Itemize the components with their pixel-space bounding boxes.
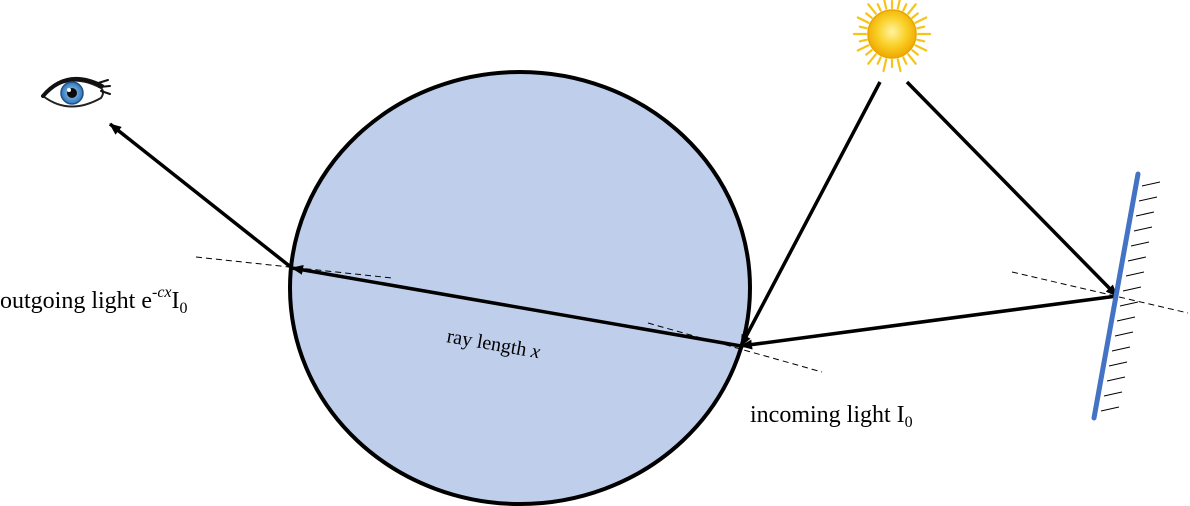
tangent-line-exit <box>195 256 393 279</box>
sun-ray <box>896 0 901 10</box>
sun-ray <box>856 44 870 52</box>
sun-ray <box>914 44 928 52</box>
sun-ray <box>865 49 873 56</box>
sun-ray <box>916 38 926 43</box>
mirror-to-sphere-ray <box>740 294 1118 350</box>
outgoing-light-label: outgoing light e-cxI0 <box>0 284 188 317</box>
sun-ray <box>911 12 919 19</box>
sun-ray <box>867 3 877 15</box>
mirror-normal-line <box>1011 271 1189 314</box>
incoming-light-label: incoming light I0 <box>750 402 913 431</box>
sun-ray <box>882 58 888 73</box>
sun-to-sphere-ray <box>739 81 882 347</box>
sun-ray <box>896 58 902 73</box>
sun-ray <box>907 3 917 15</box>
sun-icon <box>852 0 932 73</box>
sun-to-mirror-ray <box>905 80 1119 298</box>
tangent-line-entry <box>647 322 823 373</box>
sun-ray <box>914 16 928 24</box>
sun-ray <box>858 38 868 43</box>
eye-icon <box>41 77 111 108</box>
sun-ray <box>858 25 868 30</box>
sphere-to-eye-ray <box>108 122 294 270</box>
sun-ray <box>902 56 908 65</box>
sun-ray <box>856 16 870 24</box>
mirror-icon <box>1091 171 1161 421</box>
sun-ray <box>867 53 877 65</box>
ray-through-sphere <box>291 264 742 348</box>
sphere <box>288 70 752 506</box>
sun-ray <box>876 56 882 65</box>
sun-ray <box>883 0 888 10</box>
sun-ray <box>911 49 919 56</box>
sun-ray <box>907 53 917 65</box>
sun-ray <box>876 3 882 12</box>
sun-ray <box>902 3 908 12</box>
sun-ray <box>916 25 926 30</box>
sun-ray <box>865 12 873 19</box>
